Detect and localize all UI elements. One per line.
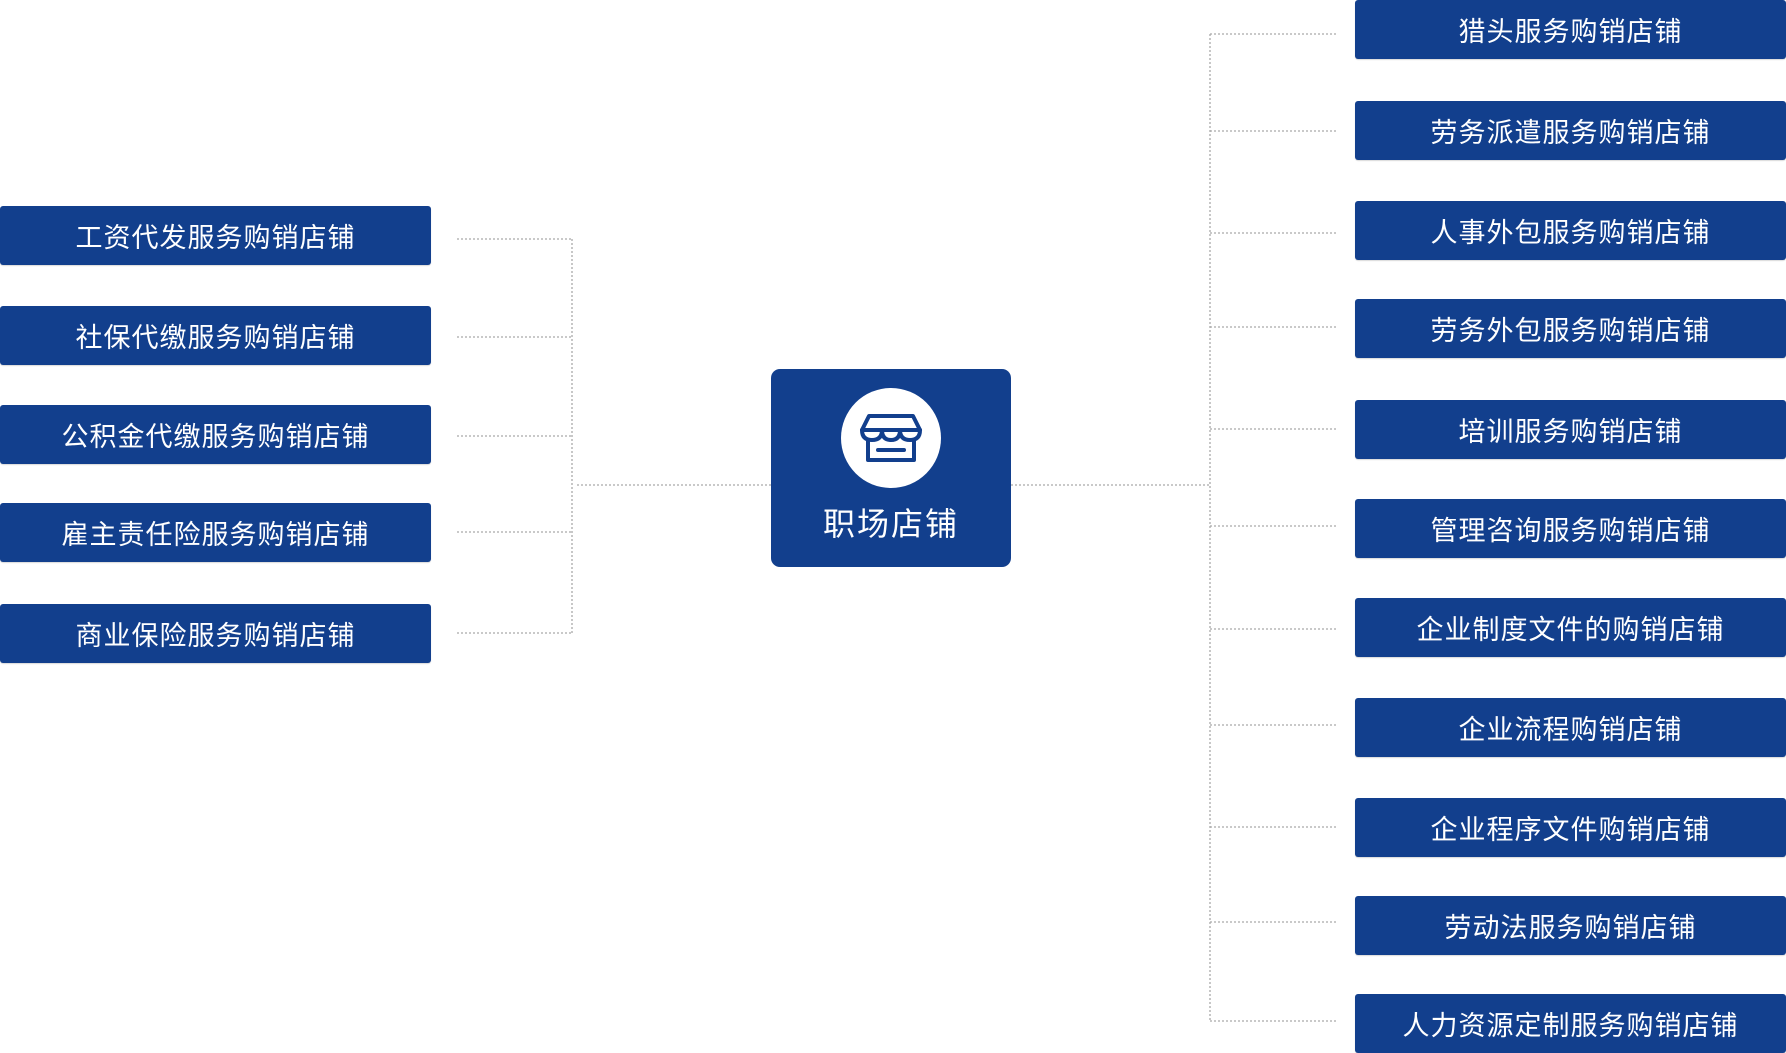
left-node-housing-fund: 公积金代缴服务购销店铺 [0, 405, 431, 464]
right-node-labor-dispatch: 劳务派遣服务购销店铺 [1355, 101, 1786, 160]
right-node-training: 培训服务购销店铺 [1355, 400, 1786, 459]
right-node-labor-law: 劳动法服务购销店铺 [1355, 896, 1786, 955]
right-node-policy-documents: 企业制度文件的购销店铺 [1355, 598, 1786, 657]
right-node-process: 企业流程购销店铺 [1355, 698, 1786, 757]
left-node-employer-liability: 雇主责任险服务购销店铺 [0, 503, 431, 562]
left-node-commercial-insurance: 商业保险服务购销店铺 [0, 604, 431, 663]
right-node-hr-customization: 人力资源定制服务购销店铺 [1355, 994, 1786, 1053]
right-node-procedure-documents: 企业程序文件购销店铺 [1355, 798, 1786, 857]
right-node-labor-outsourcing: 劳务外包服务购销店铺 [1355, 299, 1786, 358]
right-node-hr-outsourcing: 人事外包服务购销店铺 [1355, 201, 1786, 260]
left-node-payroll: 工资代发服务购销店铺 [0, 206, 431, 265]
center-node: 职场店铺 [771, 369, 1011, 567]
right-node-management-consulting: 管理咨询服务购销店铺 [1355, 499, 1786, 558]
store-icon-circle [841, 388, 941, 488]
center-label: 职场店铺 [822, 505, 959, 543]
store-icon [860, 414, 922, 462]
right-node-headhunting: 猎头服务购销店铺 [1355, 0, 1786, 59]
left-node-social-insurance: 社保代缴服务购销店铺 [0, 306, 431, 365]
